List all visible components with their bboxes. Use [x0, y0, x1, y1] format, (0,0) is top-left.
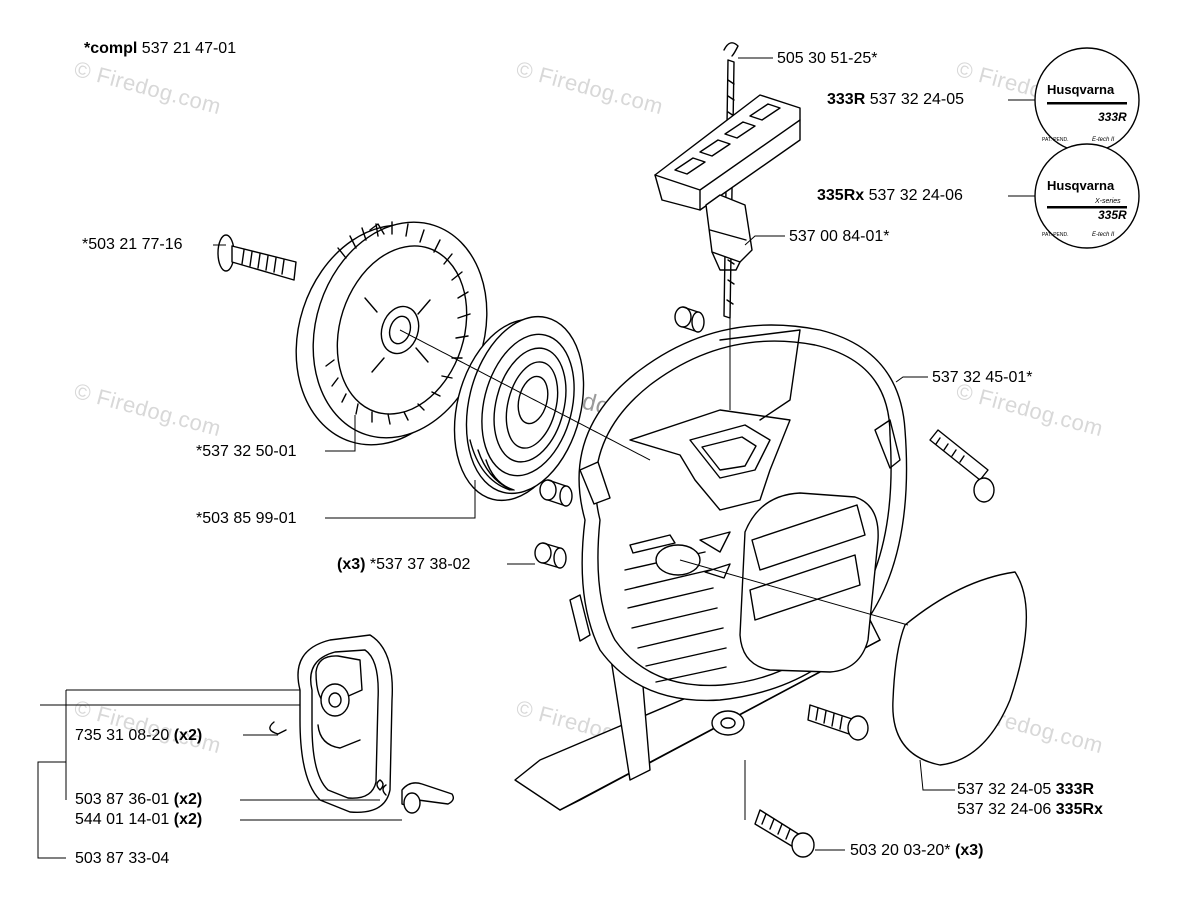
label-starter-handle: 537 00 84-01*: [789, 228, 890, 245]
label-pawl-spring: 735 31 08-20 (x2): [75, 727, 203, 744]
decal-model-333: 333R: [1098, 110, 1127, 124]
decal-footer-left-335: PAT. PEND.: [1042, 232, 1069, 238]
label-decal-335rx: 335Rx 537 32 24-06: [817, 187, 963, 204]
label-pulley: *537 32 50-01: [196, 443, 297, 460]
starter-handle: [654, 42, 801, 319]
decal-brand-333: Husqvarna: [1047, 82, 1115, 97]
bushing-top: [674, 306, 705, 333]
decal-series-335: X-series: [1094, 198, 1121, 205]
bushing-mid: [539, 479, 573, 507]
screw-right: [929, 429, 995, 503]
decal-contents: Husqvarna 333R PAT. PEND. E-tech II Husq…: [1042, 82, 1127, 238]
decal-footer-right-335: E-tech II: [1092, 232, 1115, 238]
label-screw-top-left: *503 21 77-16: [82, 236, 183, 253]
spring-cassette: [453, 315, 585, 502]
label-decal-333r: 333R 537 32 24-05: [827, 91, 965, 108]
label-window-335rx: 537 32 24-06 335Rx: [957, 801, 1103, 818]
label-bottom-screw: 503 20 03-20* (x3): [850, 842, 984, 859]
window-lens: [892, 571, 1027, 766]
label-flywheel-kit: 503 87 33-04: [75, 850, 170, 867]
screw-lower-mid: [807, 704, 869, 741]
leader-lines: [37, 57, 1035, 859]
label-starter-cord: 505 30 51-25*: [777, 50, 878, 67]
decal-model-335: 335R: [1098, 208, 1127, 222]
starter-housing: [514, 324, 908, 811]
screw-bottom: [754, 809, 815, 858]
decal-footer-left-333: PAT. PEND.: [1042, 137, 1069, 143]
pawl-assembly: [269, 634, 455, 814]
label-window-333r: 537 32 24-05 333R: [957, 781, 1095, 798]
screw-top-left: [217, 234, 297, 281]
decal-footer-right-333: E-tech II: [1092, 137, 1115, 143]
label-complete-assembly: *compl 537 21 47-01: [84, 40, 237, 57]
bushing-low: [534, 542, 567, 569]
label-starter-housing: 537 32 45-01*: [932, 369, 1033, 386]
label-pawl: 503 87 36-01 (x2): [75, 791, 203, 808]
label-bushing: (x3) *537 37 38-02: [337, 556, 471, 573]
label-pawl-washer: 544 01 14-01 (x2): [75, 811, 203, 828]
label-recoil-spring: *503 85 99-01: [196, 510, 297, 527]
decal-brand-335: Husqvarna: [1047, 178, 1115, 193]
